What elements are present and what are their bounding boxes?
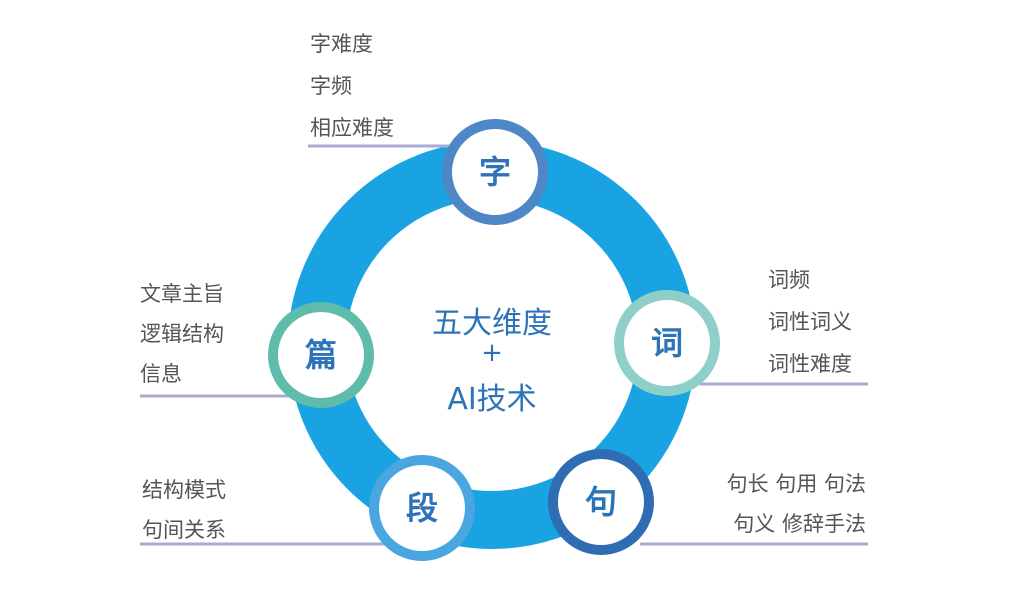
node-pian bbox=[268, 302, 374, 408]
label-duan-1: 结构模式 bbox=[142, 478, 226, 502]
center-plus: + bbox=[481, 338, 503, 368]
node-ju-label: 句 bbox=[584, 483, 617, 521]
label-zi-2: 字频 bbox=[310, 74, 352, 98]
node-duan-label: 段 bbox=[405, 489, 438, 527]
node-duan bbox=[369, 455, 475, 561]
label-zi-1: 字难度 bbox=[310, 32, 373, 56]
node-zi bbox=[442, 119, 548, 225]
label-pian-2: 逻辑结构 bbox=[140, 322, 224, 346]
center-title: 五大维度 bbox=[432, 306, 552, 341]
node-pian-label: 篇 bbox=[304, 336, 337, 374]
label-zi-3: 相应难度 bbox=[310, 116, 394, 140]
label-ju-1: 句长 句用 句法 bbox=[726, 472, 866, 496]
label-duan-2: 句间关系 bbox=[142, 518, 226, 542]
node-zi-label: 字 bbox=[478, 153, 511, 191]
node-ci bbox=[614, 290, 720, 396]
label-ci-2: 词性词义 bbox=[768, 310, 852, 334]
node-ci-label: 词 bbox=[650, 324, 683, 362]
center-subtitle: AI技术 bbox=[447, 382, 537, 417]
node-ju bbox=[548, 449, 654, 555]
label-ci-1: 词频 bbox=[768, 268, 810, 292]
label-ci-3: 词性难度 bbox=[768, 352, 852, 376]
label-pian-1: 文章主旨 bbox=[140, 282, 224, 306]
label-pian-3: 信息 bbox=[140, 362, 182, 386]
label-ju-2: 句义 修辞手法 bbox=[733, 512, 866, 536]
